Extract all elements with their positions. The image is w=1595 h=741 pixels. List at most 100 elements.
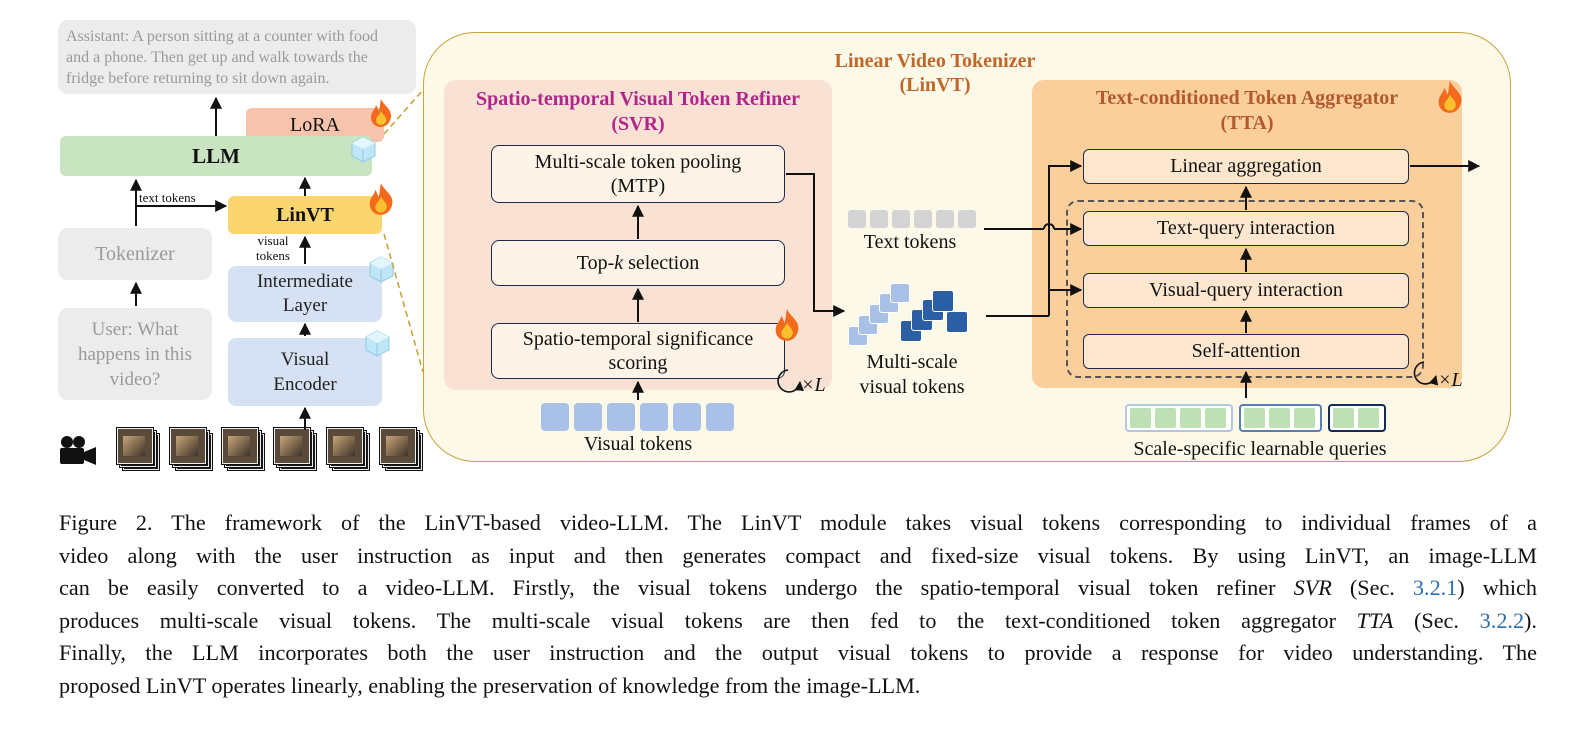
visual-tokens-input-label: Visual tokens xyxy=(583,433,693,455)
caption-line: Figure 2. The framework of the LinVT-bas… xyxy=(59,507,1537,540)
section-reference-link[interactable]: 3.2.2 xyxy=(1479,607,1525,633)
multi-scale-token xyxy=(890,283,910,303)
text-tokens-mid-label: Text tokens xyxy=(863,231,957,253)
learnable-query xyxy=(1205,408,1226,428)
text-token xyxy=(892,210,910,228)
connection-arrows xyxy=(130,89,1481,430)
linear-aggregation-block: Linear aggregation xyxy=(1083,149,1409,184)
svr-title-line: (SVR) xyxy=(611,113,665,135)
caption-line: Finally, the LLM incorporates both the u… xyxy=(59,637,1537,670)
text-token xyxy=(870,210,888,228)
ice-cube-icon xyxy=(366,254,396,284)
linvt-title-line: Linear Video Tokenizer xyxy=(834,50,1036,72)
intermediate-line: Layer xyxy=(282,295,328,316)
caption-text: proposed LinVT operates linearly, enabli… xyxy=(59,672,921,698)
visual-token xyxy=(706,403,734,431)
mtp-block: Multi-scale token pooling (MTP) xyxy=(491,145,785,203)
flame-icon xyxy=(1433,80,1467,114)
tta-title: Text-conditioned Token Aggregator (TTA) xyxy=(1032,86,1462,136)
linvt-panel-title: Linear Video Tokenizer (LinVT) xyxy=(800,49,1070,97)
frame-content xyxy=(123,436,145,456)
flame-icon xyxy=(770,308,804,342)
llm-block: LLM xyxy=(60,136,372,176)
assistant-response-box: Assistant: A person sitting at a counter… xyxy=(58,20,416,94)
visual-token xyxy=(607,403,635,431)
user-line: video? xyxy=(109,368,161,390)
caption-text: ). xyxy=(1524,607,1537,633)
llm-label: LLM xyxy=(192,143,240,168)
scoring-line: scoring xyxy=(608,352,668,374)
topk-variable: k xyxy=(614,251,624,274)
mtp-line: (MTP) xyxy=(610,175,666,197)
multi-scale-line: Multi-scale xyxy=(866,351,958,373)
svr-title-line: Spatio-temporal Visual Token Refiner xyxy=(476,88,800,110)
topk-block: Top-k selection xyxy=(491,240,785,286)
topk-prefix: Top- xyxy=(576,251,615,274)
caption-line: can be easily converted to a video-LLM. … xyxy=(59,572,1537,605)
visual-encoder-line: Encoder xyxy=(273,374,337,395)
visual-token xyxy=(640,403,668,431)
learnable-query xyxy=(1130,408,1151,428)
query-group xyxy=(1239,404,1322,432)
visual-token xyxy=(574,403,602,431)
visual-token xyxy=(541,403,569,431)
section-reference-link[interactable]: 3.2.1 xyxy=(1412,575,1458,601)
text-token xyxy=(936,210,954,228)
figure-caption: Figure 2. The framework of the LinVT-bas… xyxy=(59,507,1537,703)
multi-scale-token xyxy=(932,290,954,312)
svr-title: Spatio-temporal Visual Token Refiner (SV… xyxy=(444,87,832,137)
caption-text: Finally, the LLM incorporates both the u… xyxy=(59,640,1537,666)
learnable-query xyxy=(1358,408,1379,428)
text-query-block: Text-query interaction xyxy=(1083,211,1409,246)
scoring-block: Spatio-temporal significance scoring xyxy=(491,323,785,379)
learnable-query xyxy=(1294,408,1315,428)
caption-line: produces multi-scale visual tokens. The … xyxy=(59,605,1537,638)
caption-text: (Sec. xyxy=(1331,575,1413,601)
flame-icon xyxy=(364,182,398,216)
caption-line: proposed LinVT operates linearly, enabli… xyxy=(59,670,1537,703)
multi-scale-token xyxy=(946,311,968,333)
lora-label: LoRA xyxy=(290,113,340,136)
caption-text: (Sec. xyxy=(1393,607,1480,633)
visual-tokens-label: visual tokens xyxy=(256,233,290,263)
text-token xyxy=(914,210,932,228)
topk-suffix: selection xyxy=(623,251,700,274)
user-line: happens in this xyxy=(78,343,192,365)
learnable-query xyxy=(1333,408,1354,428)
visual-query-block: Visual-query interaction xyxy=(1083,273,1409,308)
learnable-query xyxy=(1180,408,1201,428)
visual-tokens-line: tokens xyxy=(256,248,290,263)
frame-content xyxy=(386,436,408,456)
queries-label: Scale-specific learnable queries xyxy=(1133,438,1387,460)
visual-encoder-block: Visual Encoder xyxy=(228,338,382,406)
learnable-query xyxy=(1155,408,1176,428)
caption-text: ) which xyxy=(1457,575,1537,601)
tta-repeat-label: ×L xyxy=(1438,369,1463,391)
tokenizer-label: Tokenizer xyxy=(95,242,175,265)
ice-cube-icon xyxy=(348,134,378,164)
caption-text: Figure 2. The framework of the LinVT-bas… xyxy=(59,510,1537,535)
ice-cube-icon xyxy=(362,328,392,358)
visual-encoder-line: Visual xyxy=(280,349,330,370)
assistant-line: and a phone. Then get up and walk toward… xyxy=(66,49,368,66)
text-token xyxy=(958,210,976,228)
tta-title-line: (TTA) xyxy=(1220,112,1274,134)
svr-repeat-label: ×L xyxy=(801,374,826,396)
caption-emphasis: TTA xyxy=(1356,607,1394,633)
learnable-query xyxy=(1244,408,1265,428)
visual-tokens-line: visual xyxy=(257,233,289,248)
user-instruction-box: User: What happens in this video? xyxy=(58,308,212,400)
assistant-line: fridge before returning to sit down agai… xyxy=(66,70,330,87)
flame-icon xyxy=(366,98,396,128)
frame-content xyxy=(280,436,302,456)
caption-emphasis: SVR xyxy=(1293,575,1332,601)
user-line: User: What xyxy=(91,318,179,340)
frame-content xyxy=(333,436,355,456)
multi-scale-line: visual tokens xyxy=(859,376,965,398)
assistant-line: Assistant: A person sitting at a counter… xyxy=(66,28,378,45)
tokenizer-block: Tokenizer xyxy=(58,228,212,280)
frame-content xyxy=(228,436,250,456)
query-group xyxy=(1328,404,1386,432)
linvt-title-line: (LinVT) xyxy=(899,74,971,96)
linvt-label: LinVT xyxy=(276,203,334,226)
